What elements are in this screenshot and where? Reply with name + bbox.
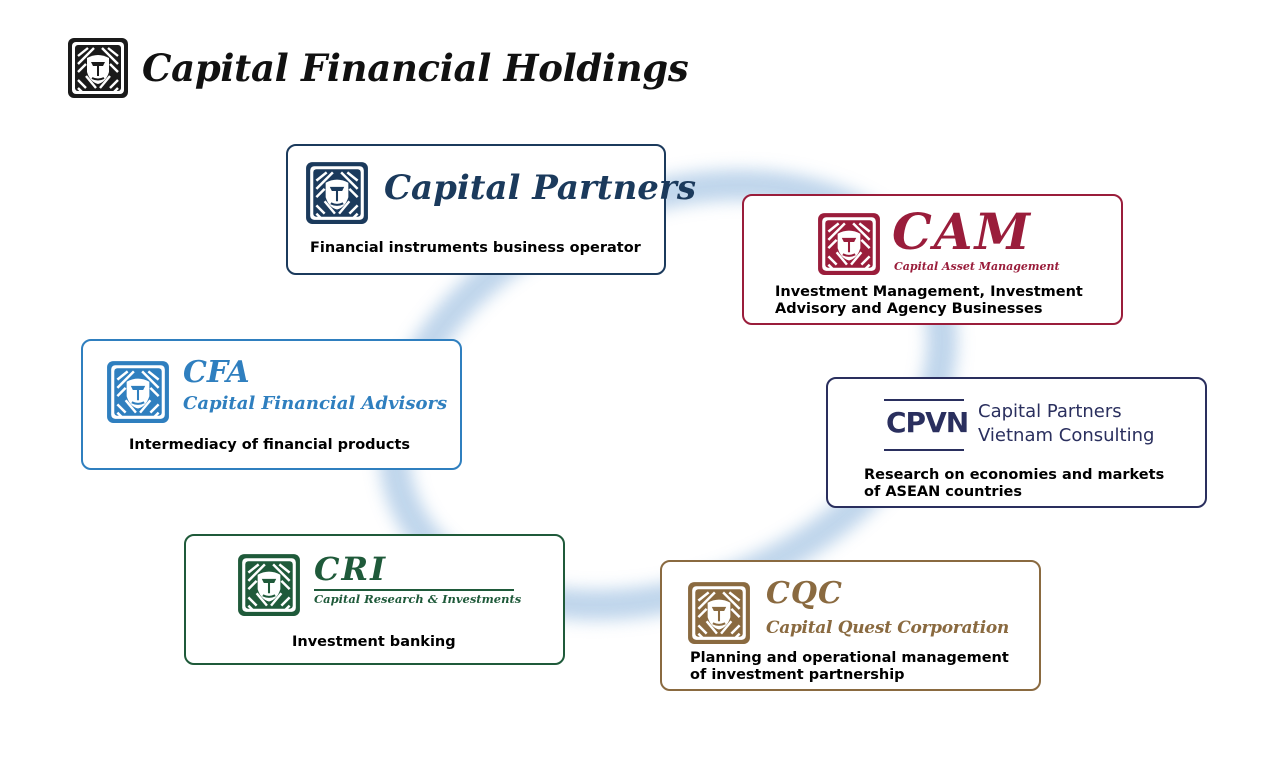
cpvn-logo-rule-top [884, 399, 964, 401]
card-cpvn: CPVN Capital Partners Vietnam Consulting… [826, 377, 1207, 508]
company-abbr: CFA [183, 355, 250, 390]
company-abbr: CRI [314, 550, 388, 588]
card-cam: CAM Capital Asset Management Investment … [742, 194, 1123, 325]
company-name: Capital Financial Advisors [183, 393, 448, 414]
card-cqc: CQC Capital Quest Corporation Planning a… [660, 560, 1041, 691]
page-title: Capital Financial Holdings [142, 46, 689, 90]
company-name: Capital Asset Management [894, 260, 1060, 273]
lion-crest-icon [66, 36, 130, 100]
company-name: Capital Quest Corporation [766, 618, 1009, 638]
company-name-line1: Capital Partners [978, 401, 1122, 422]
company-name: Capital Research & Investments [314, 592, 522, 606]
company-description: Planning and operational management of i… [690, 650, 1009, 683]
company-abbr: CAM [892, 202, 1032, 261]
company-name-line2: Vietnam Consulting [978, 425, 1155, 446]
company-description: Investment Management, Investment Adviso… [775, 284, 1083, 317]
lion-crest-icon [816, 211, 882, 277]
lion-crest-icon [686, 580, 752, 646]
company-description: Intermediacy of financial products [129, 437, 411, 453]
card-cri: CRI Capital Research & Investments Inves… [184, 534, 565, 665]
cri-logo-rule [314, 589, 514, 591]
card-capital-partners: Capital Partners Financial instruments b… [286, 144, 696, 275]
company-description: Research on economies and markets of ASE… [864, 467, 1165, 500]
company-description: Financial instruments business operator [310, 240, 641, 256]
company-abbr: CQC [766, 576, 843, 611]
company-abbr: CPVN [886, 406, 969, 439]
lion-crest-icon [105, 359, 171, 425]
card-cfa: CFA Capital Financial Advisors Intermedi… [81, 339, 462, 470]
holdings-header: Capital Financial Holdings [66, 36, 689, 100]
company-name: Capital Partners [384, 168, 696, 208]
lion-crest-icon [236, 552, 302, 618]
lion-crest-icon [304, 160, 370, 226]
company-description: Investment banking [292, 634, 456, 650]
cpvn-logo-rule-bottom [884, 449, 964, 451]
